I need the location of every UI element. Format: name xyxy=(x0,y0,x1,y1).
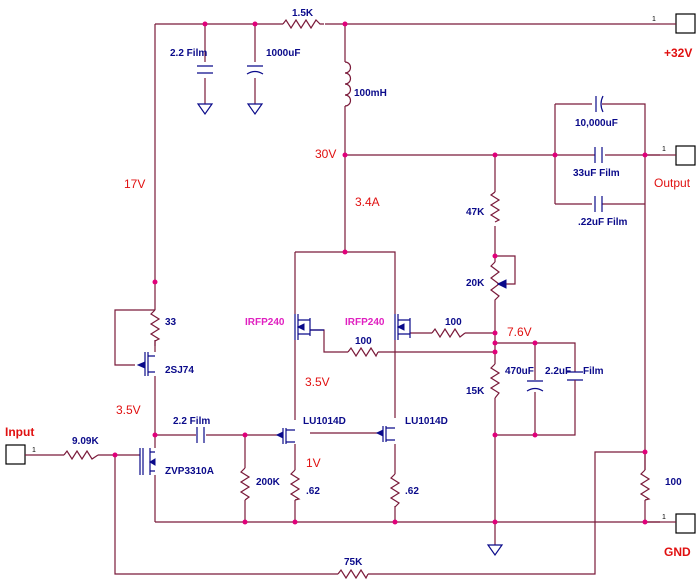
label-q-lu2: LU1014D xyxy=(405,416,448,427)
svg-text:1: 1 xyxy=(662,514,666,521)
label-r-100-fb: 100 xyxy=(355,336,372,347)
label-r-100-out: 100 xyxy=(665,477,682,488)
mosfet-irfp240-left xyxy=(294,314,324,340)
label-pot-20k: 20K xyxy=(466,278,485,289)
label-q-lu1: LU1014D xyxy=(303,416,346,427)
label-c-22film-note: Film xyxy=(583,366,604,377)
annotation-30v: 30V xyxy=(315,147,336,161)
gnd-label: GND xyxy=(664,545,691,559)
component-labels: 1.5K 2.2 Film 1000uF 100mH 10,000uF 33uF… xyxy=(72,8,682,568)
junctions xyxy=(112,21,648,525)
output-label: Output xyxy=(654,176,691,190)
label-r-15k: 15K xyxy=(466,386,485,397)
label-r-100-gate: 100 xyxy=(445,317,462,328)
annotation-3-5v-right: 3.5V xyxy=(305,375,330,389)
annotation-3-5v-left: 3.5V xyxy=(116,403,141,417)
label-r-062a: .62 xyxy=(306,486,320,497)
port-input: 1 Input xyxy=(5,425,36,465)
port-gnd: 1 GND xyxy=(660,513,696,559)
voltage-annotations: 17V 30V 3.4A 7.6V 3.5V 3.5V 1V xyxy=(116,147,532,470)
label-r-909k: 9.09K xyxy=(72,436,99,447)
label-q-zvp: ZVP3310A xyxy=(165,466,214,477)
annotation-1v: 1V xyxy=(306,456,321,470)
svg-text:1: 1 xyxy=(32,447,36,454)
mosfet-zvp3310a xyxy=(139,448,156,475)
annotation-3-4a: 3.4A xyxy=(355,195,380,209)
annotation-7-6v: 7.6V xyxy=(507,325,532,339)
ground-symbols xyxy=(196,103,504,557)
capacitors xyxy=(196,65,604,443)
label-c-in-film: 2.2 Film xyxy=(173,416,210,427)
label-r-200k: 200K xyxy=(256,477,281,488)
plus32v-label: +32V xyxy=(664,46,692,60)
label-r-supply: 1.5K xyxy=(292,8,314,19)
label-c-22film: 2.2uF xyxy=(545,366,571,377)
svg-text:1: 1 xyxy=(652,16,656,23)
port-output: 1 Output xyxy=(654,145,696,190)
label-c-1000: 1000uF xyxy=(266,48,300,59)
label-q-irf2: IRFP240 xyxy=(345,317,385,328)
label-c-film22: 2.2 Film xyxy=(170,48,207,59)
jfet-lu1014d-left xyxy=(275,428,295,444)
port-plus32v: 1 +32V xyxy=(652,13,696,60)
pot-wiper-arrow xyxy=(496,279,507,289)
jfet-2sj74 xyxy=(136,352,155,376)
label-c-022: .22uF Film xyxy=(578,217,628,228)
mosfet-irfp240-right xyxy=(394,314,411,340)
label-r-33: 33 xyxy=(165,317,177,328)
label-c-10000: 10,000uF xyxy=(575,118,618,129)
label-q-irf1: IRFP240 xyxy=(245,317,285,328)
annotation-17v: 17V xyxy=(124,177,145,191)
svg-text:1: 1 xyxy=(662,146,666,153)
label-q-2sj74: 2SJ74 xyxy=(165,365,194,376)
jfet-lu1014d-right xyxy=(375,426,395,442)
resistors xyxy=(63,18,651,580)
input-label: Input xyxy=(5,425,34,439)
inductor-choke xyxy=(344,61,352,107)
label-c-470: 470uF xyxy=(505,366,534,377)
label-r-062b: .62 xyxy=(405,486,419,497)
label-r-47k: 47K xyxy=(466,207,485,218)
label-r-75k: 75K xyxy=(344,557,363,568)
label-l-choke: 100mH xyxy=(354,88,387,99)
label-c-33: 33uF Film xyxy=(573,168,620,179)
